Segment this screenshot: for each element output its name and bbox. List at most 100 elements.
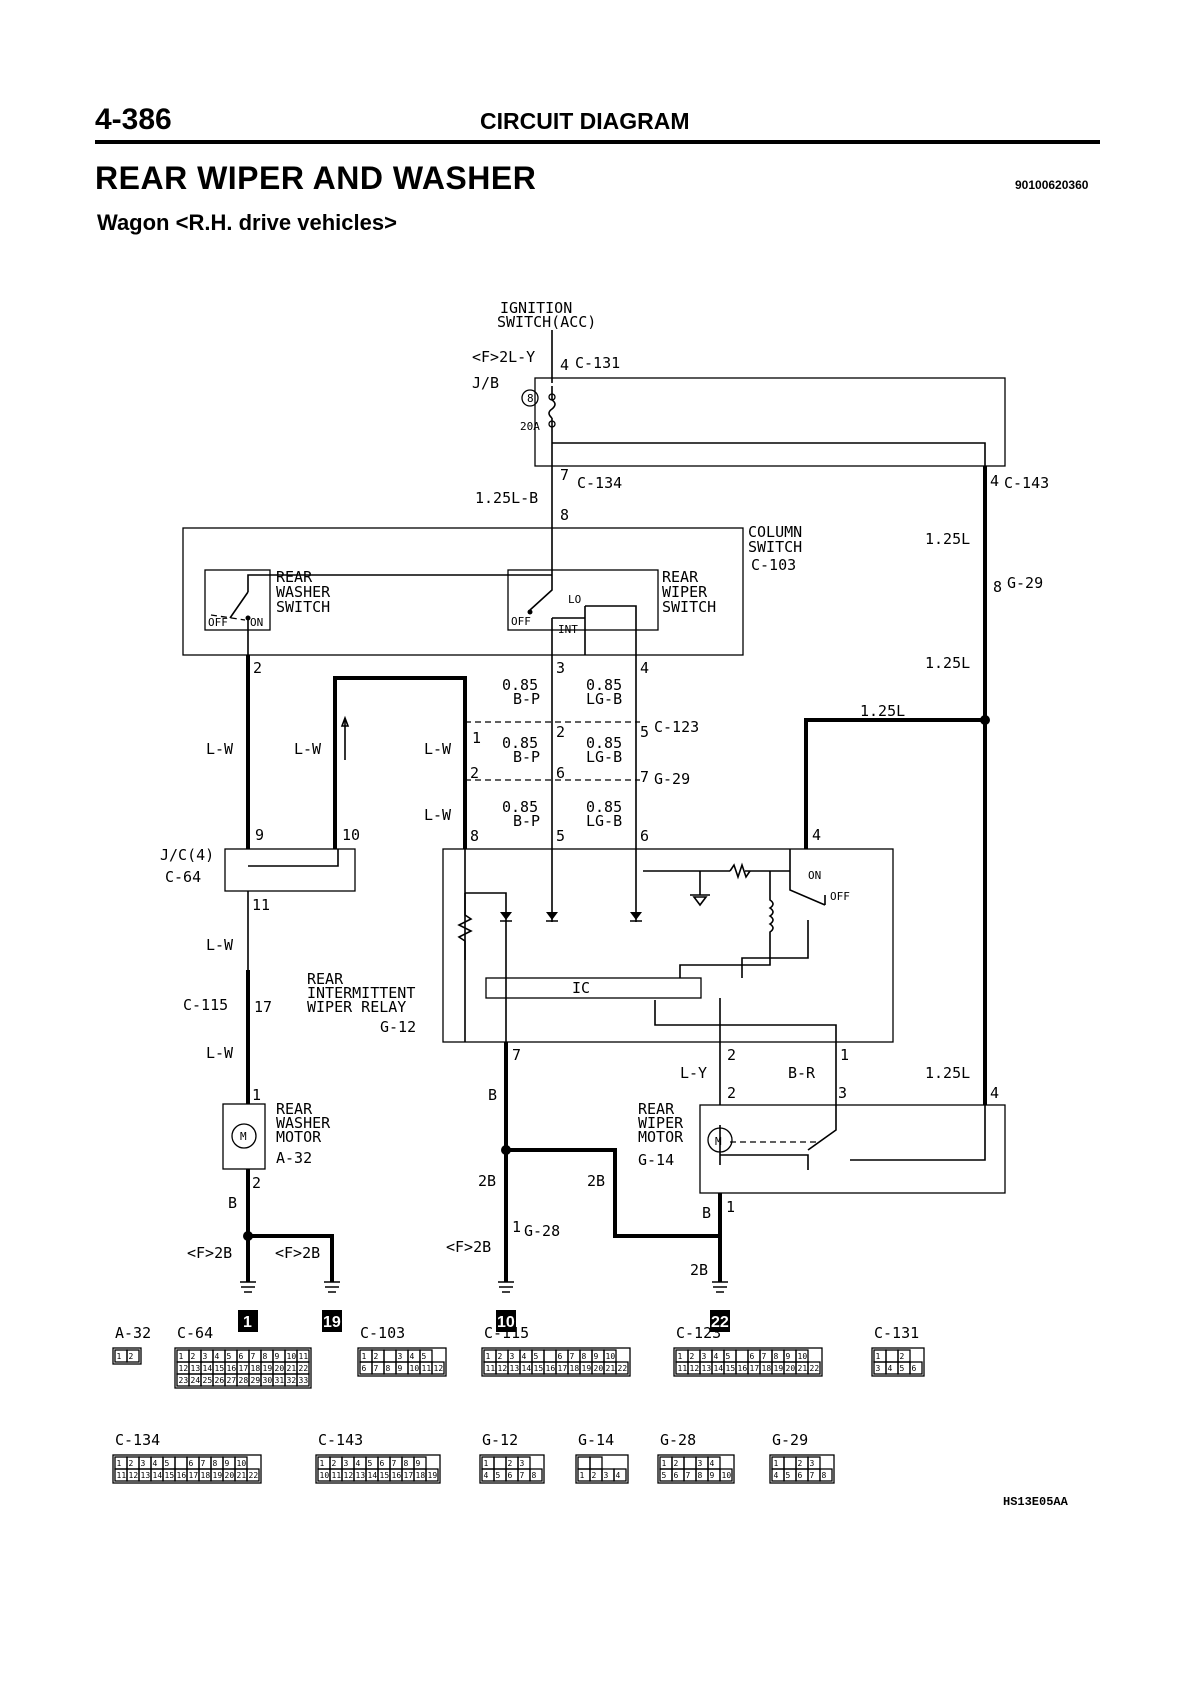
connector-pin: 20 <box>225 1471 235 1480</box>
joint-connector-box <box>224 848 356 892</box>
connector-pin: 6 <box>362 1364 367 1373</box>
connector-pin: 19 <box>428 1471 438 1480</box>
label-relay-on: ON <box>808 869 821 882</box>
label-fuse-amp: 20A <box>520 420 540 433</box>
svg-text:4: 4 <box>990 1084 999 1102</box>
svg-text:0.85: 0.85 <box>586 798 622 816</box>
connector-pin: 7 <box>520 1471 525 1480</box>
label-relay-3: WIPER RELAY <box>307 998 406 1016</box>
connector-pin: 6 <box>189 1459 194 1468</box>
ground-tag-22 <box>710 1310 730 1332</box>
svg-text:7: 7 <box>512 1046 521 1064</box>
label-wire-bp-2: B-P <box>513 748 540 766</box>
connector-pin: 13 <box>356 1471 366 1480</box>
connector-pin: 9 <box>398 1364 403 1373</box>
connector-view-label: C-103 <box>360 1324 405 1342</box>
connector-pin: 13 <box>702 1364 712 1373</box>
connector-pin: 17 <box>404 1471 414 1480</box>
rear-wiper-motor-box <box>699 1104 1006 1194</box>
label-rear-wiper-2: WIPER <box>662 583 708 601</box>
svg-text:0.85: 0.85 <box>502 676 538 694</box>
label-c123: C-123 <box>654 718 699 736</box>
connector-pin: 3 <box>604 1471 609 1480</box>
ground-num-22: 22 <box>711 1314 729 1331</box>
svg-text:8: 8 <box>993 578 1002 596</box>
rear-intermittent-wiper-relay-box <box>442 848 894 1043</box>
label-wiper-lo: LO <box>568 593 581 606</box>
label-wire-2b-3: 2B <box>690 1261 708 1279</box>
wire-cs-outputs <box>247 605 637 655</box>
wire-bp-lgb <box>551 655 637 849</box>
connector-pin: 20 <box>275 1364 285 1373</box>
connector-pin: 9 <box>786 1352 791 1361</box>
rear-washer-motor-box <box>222 1103 266 1170</box>
connector-pin: 22 <box>618 1364 628 1373</box>
label-wiper-motor-2: WIPER <box>638 1114 684 1132</box>
connector-pin: 11 <box>117 1471 127 1480</box>
ground-tag-10 <box>496 1310 516 1332</box>
label-wire-b-1: B <box>488 1086 497 1104</box>
connector-pin: 8 <box>698 1471 703 1480</box>
label-relay-off: OFF <box>830 890 850 903</box>
label-switch-acc: SWITCH(ACC) <box>497 313 596 331</box>
junction-block-box <box>534 377 1006 467</box>
connector-pin: 7 <box>570 1352 575 1361</box>
connector-pin: 11 <box>678 1364 688 1373</box>
connector-pin: 27 <box>227 1376 237 1385</box>
connector-pin: 5 <box>900 1364 905 1373</box>
header-rule <box>95 140 1100 144</box>
connector-pin: 33 <box>299 1376 309 1385</box>
connector-pin: 14 <box>522 1364 532 1373</box>
connector-pin: 19 <box>774 1364 784 1373</box>
connector-pin: 4 <box>410 1352 415 1361</box>
connector-pin: 8 <box>532 1471 537 1480</box>
label-wire-br: B-R <box>788 1064 816 1082</box>
connector-pin: 4 <box>356 1459 361 1468</box>
connector-pin: 10 <box>410 1364 420 1373</box>
ground-tag-19 <box>322 1310 342 1332</box>
connector-pin: 4 <box>774 1471 779 1480</box>
label-wire-lgb-3: LG-B <box>586 812 622 830</box>
connector-pin: 2 <box>129 1352 134 1361</box>
label-rear-washer-1: REAR <box>276 568 313 586</box>
connector-pin: 1 <box>484 1459 489 1468</box>
connector-pin: 26 <box>215 1376 225 1385</box>
connector-pin: 17 <box>750 1364 760 1373</box>
label-c64: C-64 <box>165 868 201 886</box>
connector-view-label: C-134 <box>115 1431 160 1449</box>
connector-pin: 4 <box>714 1352 719 1361</box>
svg-text:3: 3 <box>838 1084 847 1102</box>
label-washer-motor-1: REAR <box>276 1100 313 1118</box>
svg-text:1: 1 <box>512 1218 521 1236</box>
connector-pin: 14 <box>368 1471 378 1480</box>
connector-pin: 7 <box>374 1364 379 1373</box>
connector-pin: 2 <box>798 1459 803 1468</box>
connector-pin: 19 <box>582 1364 592 1373</box>
connector-pin: 3 <box>344 1459 349 1468</box>
connector-pin: 11 <box>422 1364 432 1373</box>
connector-pin: 2 <box>674 1459 679 1468</box>
svg-text:2: 2 <box>253 659 262 677</box>
rear-washer-switch-box <box>204 569 271 631</box>
connector-pin: 6 <box>380 1459 385 1468</box>
label-c115: C-115 <box>183 996 228 1014</box>
connector-pin: 22 <box>299 1364 309 1373</box>
svg-text:0.85: 0.85 <box>586 676 622 694</box>
connector-pin: 6 <box>750 1352 755 1361</box>
connector-pin: 23 <box>179 1376 189 1385</box>
label-wiper-motor-1: REAR <box>638 1100 675 1118</box>
wire-washer-ground <box>246 1169 334 1282</box>
connector-view-label: C-123 <box>676 1324 721 1342</box>
connector-pin: 2 <box>508 1459 513 1468</box>
connector-pin: 16 <box>227 1364 237 1373</box>
label-wire-125l-c: 1.25L <box>860 702 905 720</box>
label-wire-lw-1: L-W <box>206 740 234 758</box>
label-wire-125l-d: 1.25L <box>925 1064 970 1082</box>
label-ic: IC <box>572 979 590 997</box>
connector-pin: 4 <box>153 1459 158 1468</box>
